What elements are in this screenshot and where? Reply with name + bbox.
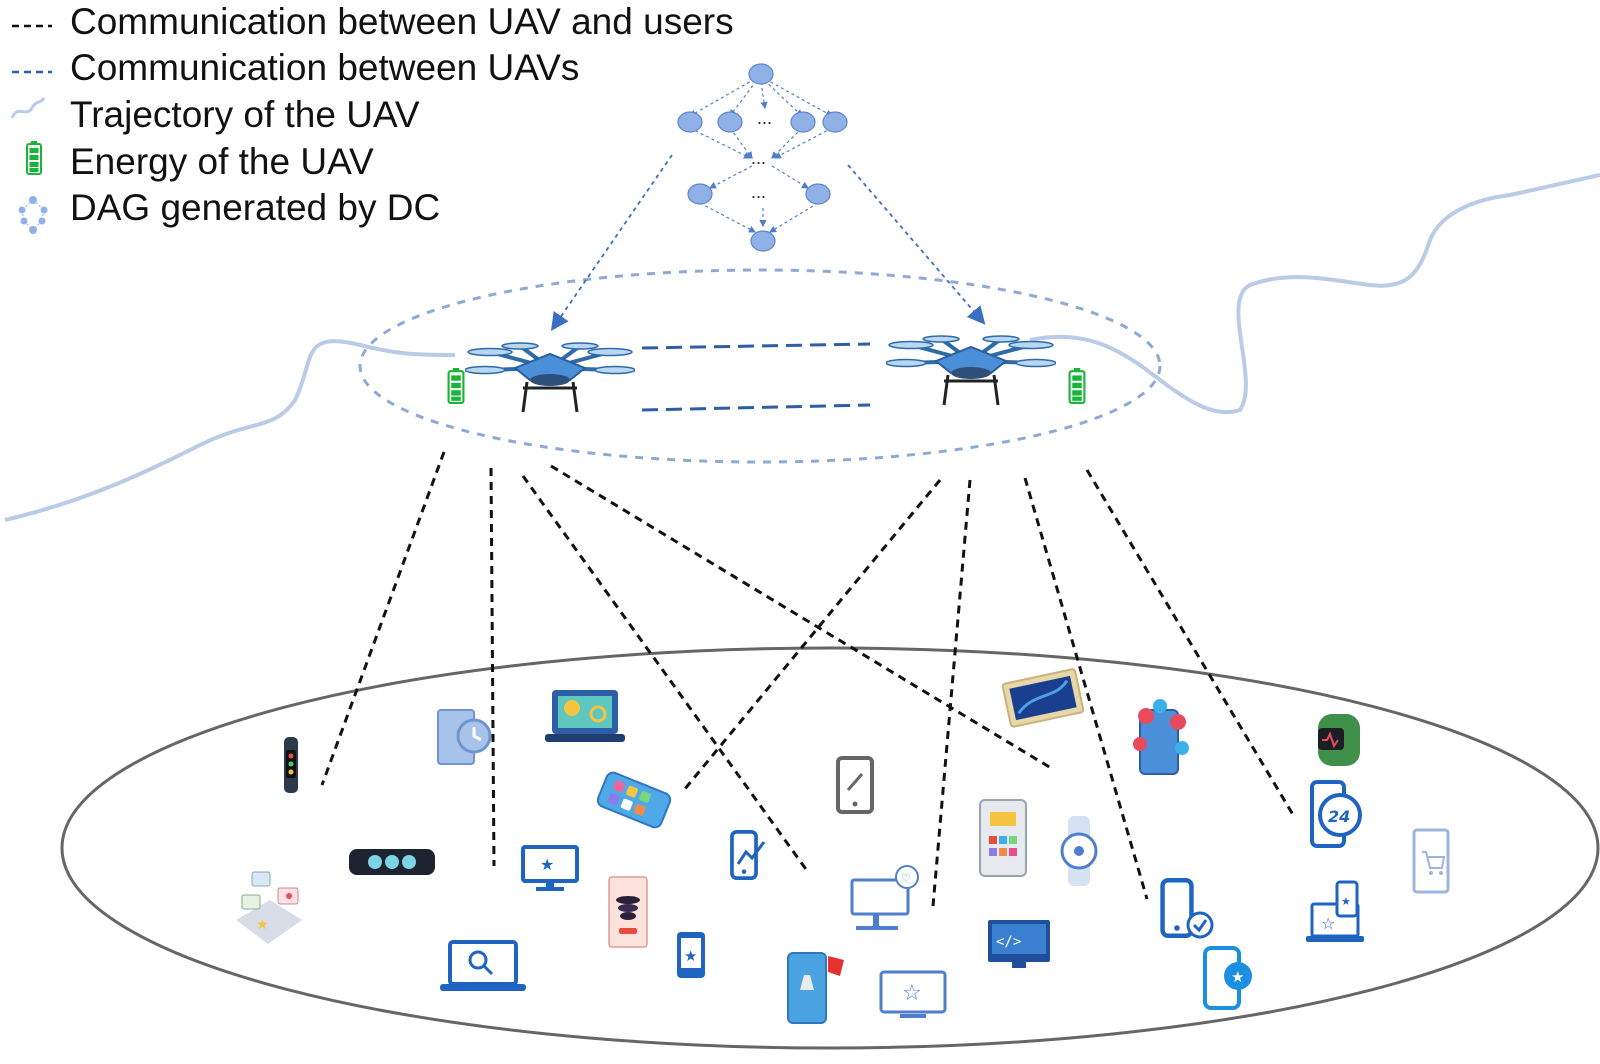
svg-text:★: ★ [1231,968,1244,986]
legend-item-uav-link: Communication between UAVs [12,47,579,88]
smartwatch-band-icon [349,849,435,875]
svg-text:★: ★ [256,917,269,933]
dag-ellipsis: ... [751,182,766,202]
uav-user-link [489,467,496,867]
laptop-phone-star-icon: ☆ ★ [1306,880,1364,942]
svg-text:★: ★ [540,855,554,874]
uav-to-uav-link [641,403,871,412]
svg-text:</>: </> [996,934,1021,950]
dag-to-uav-arrow [550,154,673,331]
svg-text:☆: ☆ [1321,914,1335,933]
dag-icon [18,196,48,234]
legend-label: Trajectory of the UAV [70,94,420,135]
smartphone-apps-icon [596,771,672,829]
legend: Communication between UAV and users Comm… [10,1,734,234]
dag-node [748,63,774,85]
uav-cluster-boundary [358,268,1162,464]
phone-link-icon [836,756,874,814]
dag-to-uav-arrow [847,164,986,325]
legend-label: DAG generated by DC [70,187,440,228]
svg-text:♡: ♡ [901,872,911,885]
uav-user-link [931,479,972,907]
uav-1-battery-icon [447,368,465,404]
uav-user-link [1085,469,1297,819]
trajectory-curve-icon [10,97,46,119]
uav-user-link [682,479,942,791]
uav-user-link [1023,477,1149,900]
phone-star-badge-icon: ★ [1203,946,1252,1010]
phone-check-icon [1163,880,1214,939]
fitness-band-icon [284,737,298,793]
uav-trajectory [4,173,1600,522]
legend-label: Communication between UAV and users [70,1,734,42]
uav-2-battery-icon [1068,368,1086,404]
legend-item-dag: DAG generated by DC [18,187,440,234]
dag-ellipsis: ... [751,148,766,168]
uav-user-links [320,451,1297,907]
legend-item-trajectory: Trajectory of the UAV [10,94,420,135]
watch-green-icon [1318,714,1360,766]
dag-node [750,230,776,252]
social-apps-icon: ★ [236,871,302,944]
uav-user-link [320,451,446,786]
phone-trophy-icon [787,952,844,1024]
legend-label: Energy of the UAV [70,141,374,182]
uav-1 [465,341,635,414]
uav-user-link [521,475,810,873]
monitor-code-icon: </> [988,920,1050,968]
phone-hearts-icon [1133,699,1189,775]
dag-graph: ... ... ... [677,63,848,252]
svg-text:★: ★ [684,947,697,965]
watch-compass-icon [1060,816,1098,886]
phone-cart-icon [1412,828,1450,894]
laptop-search-icon [440,940,526,991]
phone-star-icon: ★ [677,932,705,978]
tablet-clock-icon [437,709,492,765]
user-area-boundary [60,646,1600,1050]
dag-node [805,183,831,205]
uav-to-uav-link [641,342,871,350]
phone-24h-icon: 24 [1310,780,1362,848]
dag-node [790,111,816,133]
legend-item-energy: Energy of the UAV [26,141,374,182]
dag-node [677,111,703,133]
phone-chart-icon [730,830,766,880]
dag-node [717,111,743,133]
dag-ellipsis: ... [757,108,772,128]
svg-text:☆: ☆ [902,981,922,1006]
phone-spiral-icon [608,876,648,948]
monitor-star-icon: ★ [521,845,579,893]
svg-text:★: ★ [1341,895,1351,908]
uav-2 [886,334,1056,407]
dag-node [822,111,848,133]
battery-icon [26,141,42,175]
legend-label: Communication between UAVs [70,47,579,88]
svg-text:24: 24 [1328,807,1350,826]
dag-node [687,183,713,205]
kiosk-screen-icon: ♡ [850,865,919,930]
laptop-gear-icon [545,690,625,742]
monitor-star-outline-icon: ☆ [879,970,947,1018]
tablet-landscape-icon [1001,668,1085,728]
legend-item-user-link: Communication between UAV and users [12,1,734,42]
tablet-house-icon [979,799,1027,877]
